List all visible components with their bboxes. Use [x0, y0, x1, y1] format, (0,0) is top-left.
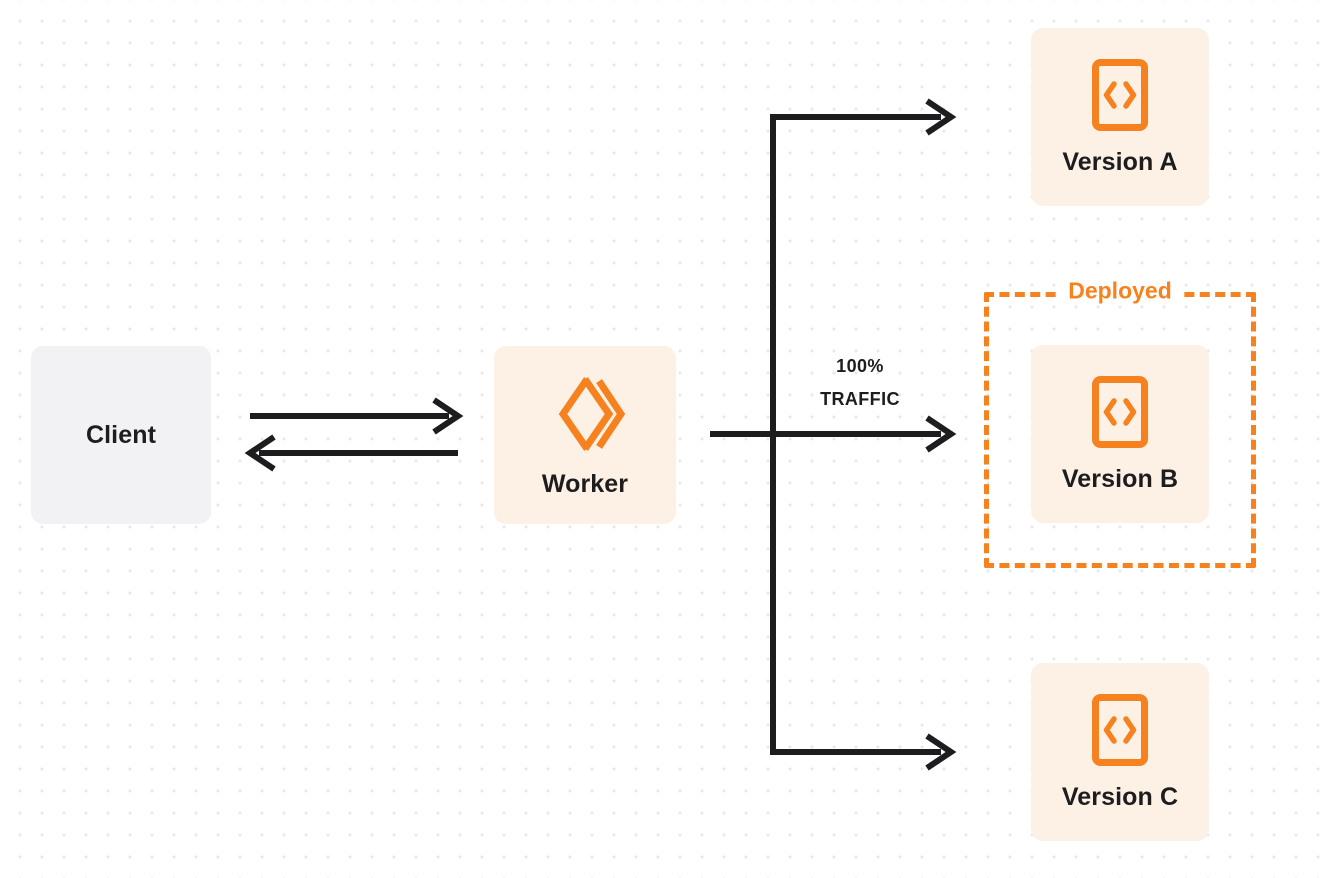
version-c-label: Version C — [1061, 782, 1179, 811]
version-a-label: Version A — [1062, 147, 1178, 176]
traffic-percent: 100% — [836, 356, 884, 376]
version-c-node[interactable]: Version C — [1031, 663, 1209, 841]
version-b-node[interactable]: Version B — [1031, 345, 1209, 523]
worker-node[interactable]: Worker — [494, 346, 676, 524]
client-label: Client — [85, 420, 157, 449]
client-node[interactable]: Client — [31, 346, 211, 524]
worker-to-versions-connector — [710, 98, 957, 771]
code-file-icon — [1091, 693, 1149, 767]
deployed-frame: Deployed — [984, 277, 1256, 568]
traffic-word: TRAFFIC — [820, 389, 900, 410]
deployed-badge: Deployed — [1058, 277, 1182, 305]
code-file-icon — [1091, 58, 1149, 132]
worker-to-client-arrow — [244, 434, 458, 472]
traffic-label: 100% TRAFFIC — [790, 350, 930, 417]
code-file-icon — [1091, 375, 1149, 449]
worker-label: Worker — [541, 469, 629, 498]
cloudflare-workers-logo-icon — [543, 372, 627, 456]
client-to-worker-arrow — [250, 397, 464, 435]
version-a-node[interactable]: Version A — [1031, 28, 1209, 206]
version-b-label: Version B — [1061, 464, 1179, 493]
